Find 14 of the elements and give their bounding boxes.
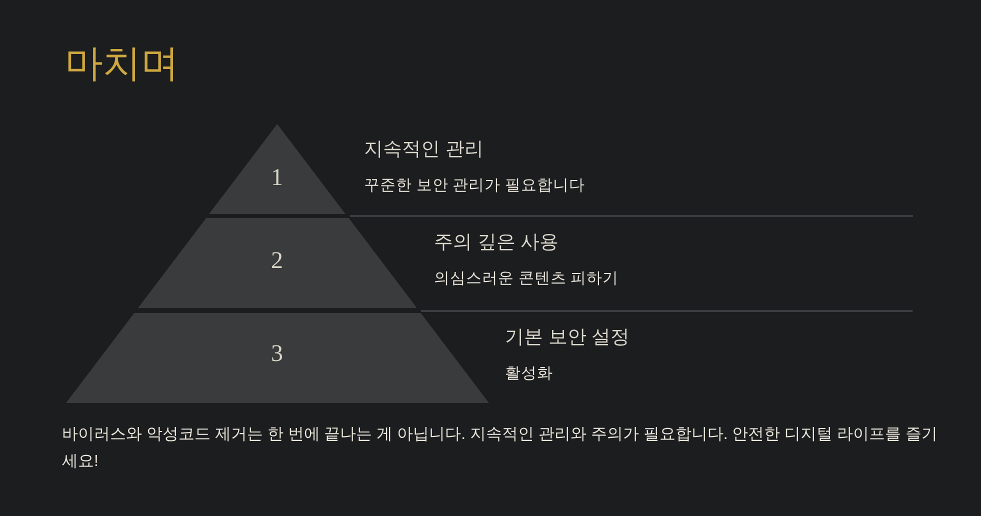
tier-number: 1 [270,166,283,190]
tier-description: 의심스러운 콘텐츠 피하기 [434,269,619,289]
tier-description: 활성화 [505,364,553,384]
tier-number: 2 [270,249,283,274]
closing-paragraph: 바이러스와 악성코드 제거는 한 번에 끝나는 게 아닙니다. 지속적인 관리와 주의가 필요합니다. 안전한 디지털 라이프를 즐기세요! [62,425,939,472]
tier-heading: 지속적인 관리 [364,138,484,162]
pyramid-tier [208,124,346,214]
slide-title: 마치며 [65,42,179,87]
tier-heading: 주의 깊은 사용 [434,231,559,255]
tier-number: 3 [271,342,283,366]
tier-heading: 기본 보안 설정 [505,326,630,350]
pyramid-tier [66,313,488,403]
tier-description: 꾸준한 보안 관리가 필요합니다 [364,176,585,196]
pyramid-tier [138,218,416,308]
